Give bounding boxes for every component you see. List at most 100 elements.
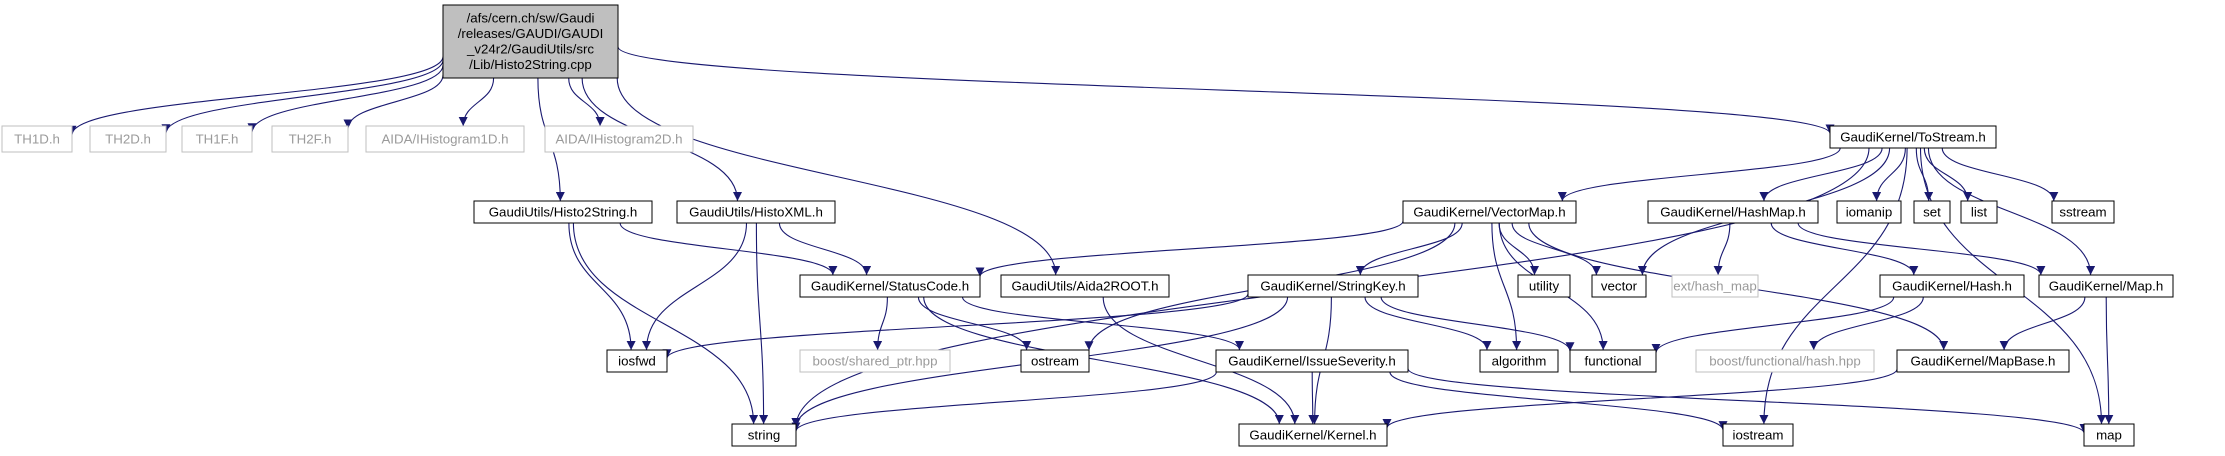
node-string[interactable]: string	[731, 423, 797, 447]
node-ostream[interactable]: ostream	[1020, 349, 1090, 373]
edge-tostream-to-sstream	[1941, 147, 2059, 202]
node-label-mapbase: GaudiKernel/Map.h	[2049, 278, 2164, 293]
node-box-histoxml	[676, 200, 836, 224]
edge-histoxml-to-string	[755, 222, 769, 425]
node-statuscode[interactable]: GaudiKernel/StatusCode.h	[799, 274, 981, 298]
node-box-aida2root	[1000, 274, 1170, 298]
node-label-root: /releases/GAUDI/GAUDI	[458, 26, 604, 41]
edge-hashmap-to-exthashmap	[1713, 222, 1731, 276]
node-box-algorithm	[1479, 349, 1559, 373]
node-box-vector	[1591, 274, 1647, 298]
node-label-functional: functional	[1585, 353, 1642, 368]
node-box-hash	[1879, 274, 2025, 298]
node-vectormap[interactable]: GaudiKernel/VectorMap.h	[1402, 200, 1577, 224]
node-box-root	[442, 4, 619, 79]
node-label-histoxml: GaudiUtils/HistoXML.h	[689, 204, 823, 219]
edge-aida2root-to-kernel	[1102, 296, 1300, 425]
node-label-aida1d: AIDA/IHistogram1D.h	[381, 131, 508, 146]
node-label-ostream: ostream	[1031, 353, 1079, 368]
edge-statuscode-to-kernel	[923, 296, 1284, 425]
node-stringkey[interactable]: GaudiKernel/StringKey.h	[1247, 274, 1419, 298]
node-functional[interactable]: functional	[1569, 349, 1657, 373]
edge-hash-to-functional	[1651, 296, 1895, 354]
node-label-stringkey: GaudiKernel/StringKey.h	[1260, 278, 1405, 293]
node-label-issueseverity: GaudiKernel/IssueSeverity.h	[1228, 353, 1396, 368]
edge-tostream-to-iomanip	[1872, 147, 1906, 202]
node-label-sharedptr: boost/shared_ptr.hpp	[813, 353, 938, 368]
node-iomanip[interactable]: iomanip	[1836, 200, 1902, 224]
edge-issueseverity-to-kernel	[1308, 371, 1318, 425]
edge-vectormap-to-algorithm	[1491, 222, 1522, 351]
edge-statuscode-to-issueseverity	[961, 296, 1244, 351]
node-aida2root[interactable]: GaudiUtils/Aida2ROOT.h	[1000, 274, 1170, 298]
node-box-list	[1960, 200, 1998, 224]
node-box-mapbaseh	[1896, 349, 2070, 373]
edge-tostream-to-hashmap	[1759, 147, 1883, 202]
node-label-aida2d: AIDA/IHistogram2D.h	[555, 131, 682, 146]
node-iostream[interactable]: iostream	[1722, 423, 1794, 447]
node-sstream[interactable]: sstream	[2051, 200, 2115, 224]
node-box-aida2d	[544, 125, 694, 153]
node-boosthash: boost/functional/hash.hpp	[1695, 349, 1875, 373]
node-box-string	[731, 423, 797, 447]
node-th2f: TH2F.h	[271, 125, 349, 153]
node-vector[interactable]: vector	[1591, 274, 1647, 298]
node-histoxml[interactable]: GaudiUtils/HistoXML.h	[676, 200, 836, 224]
node-algorithm[interactable]: algorithm	[1479, 349, 1559, 373]
node-box-set	[1913, 200, 1951, 224]
node-mapbaseh[interactable]: GaudiKernel/MapBase.h	[1896, 349, 2070, 373]
node-sharedptr: boost/shared_ptr.hpp	[799, 349, 951, 373]
edge-statuscode-to-ostream	[917, 296, 1032, 351]
edge-root-to-th2d	[161, 59, 444, 134]
node-tostream[interactable]: GaudiKernel/ToStream.h	[1829, 125, 1997, 149]
node-hashmap[interactable]: GaudiKernel/HashMap.h	[1647, 200, 1819, 224]
node-kernel[interactable]: GaudiKernel/Kernel.h	[1238, 423, 1388, 447]
node-box-issueseverity	[1215, 349, 1409, 373]
node-mapbase[interactable]: GaudiKernel/Map.h	[2038, 274, 2174, 298]
node-aida1d: AIDA/IHistogram1D.h	[365, 125, 525, 153]
node-label-root: /afs/cern.ch/sw/Gaudi	[467, 11, 595, 26]
node-list[interactable]: list	[1960, 200, 1998, 224]
node-label-tostream: GaudiKernel/ToStream.h	[1840, 129, 1986, 144]
node-label-vectormap: GaudiKernel/VectorMap.h	[1413, 204, 1565, 219]
node-label-string: string	[748, 427, 781, 442]
edge-hash-to-boosthash	[1809, 296, 1924, 351]
node-aida2d: AIDA/IHistogram2D.h	[544, 125, 694, 153]
node-label-sstream: sstream	[2059, 204, 2106, 219]
node-root[interactable]: /afs/cern.ch/sw/Gaudi/releases/GAUDI/GAU…	[442, 4, 619, 79]
node-box-sstream	[2051, 200, 2115, 224]
node-label-map: map	[2096, 427, 2122, 442]
node-histo2string[interactable]: GaudiUtils/Histo2String.h	[473, 200, 653, 224]
node-box-hashmap	[1647, 200, 1819, 224]
edges-layer	[67, 46, 2114, 434]
node-set[interactable]: set	[1913, 200, 1951, 224]
node-box-statuscode	[799, 274, 981, 298]
node-hash[interactable]: GaudiKernel/Hash.h	[1879, 274, 2025, 298]
node-label-iomanip: iomanip	[1846, 204, 1893, 219]
node-box-iomanip	[1836, 200, 1902, 224]
node-utility[interactable]: utility	[1517, 274, 1571, 298]
node-th1f: TH1F.h	[181, 125, 253, 153]
edge-stringkey-to-functional	[1380, 296, 1575, 352]
nodes-layer: /afs/cern.ch/sw/Gaudi/releases/GAUDI/GAU…	[1, 4, 2174, 447]
edge-root-to-aida2d	[568, 77, 605, 127]
edge-root-to-th1d	[67, 56, 444, 135]
edge-root-to-aida1d	[458, 77, 495, 127]
node-label-histo2string: GaudiUtils/Histo2String.h	[489, 204, 638, 219]
node-box-sharedptr	[799, 349, 951, 373]
edge-mapbase-to-map	[2104, 296, 2114, 425]
edge-histo2string-to-statuscode	[619, 222, 838, 276]
node-box-utility	[1517, 274, 1571, 298]
node-box-kernel	[1238, 423, 1388, 447]
edge-root-to-aida2root	[616, 77, 1061, 276]
node-iosfwd[interactable]: iosfwd	[606, 349, 668, 373]
node-box-mapbase	[2038, 274, 2174, 298]
node-issueseverity[interactable]: GaudiKernel/IssueSeverity.h	[1215, 349, 1409, 373]
edge-hashmap-to-mapbase	[1797, 222, 2046, 276]
node-map[interactable]: map	[2083, 423, 2135, 447]
edge-histoxml-to-iosfwd	[642, 222, 748, 351]
node-label-vector: vector	[1601, 278, 1638, 293]
edge-vectormap-to-utility	[1498, 222, 1539, 276]
node-th2d: TH2D.h	[89, 125, 167, 153]
node-box-th2f	[271, 125, 349, 153]
